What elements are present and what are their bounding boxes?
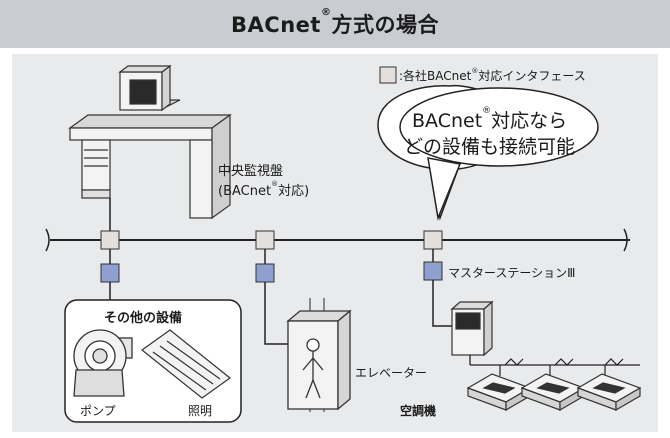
page-title: BACnet®方式の場合 xyxy=(231,7,439,37)
central-monitor-icon xyxy=(68,64,232,220)
monitor-label-line2: (BACnet®対応) xyxy=(218,180,310,199)
interface-box-3 xyxy=(423,230,443,250)
monitor-label-line1: 中央監視盤 xyxy=(218,164,284,179)
elevator-label: エレベーター xyxy=(355,366,428,380)
legend-label: :各社BACnet®対応インタフェース xyxy=(399,67,586,83)
speech-bubble xyxy=(377,84,599,221)
other-equipment-title: その他の設備 xyxy=(104,311,183,326)
aircon-icon-1 xyxy=(466,373,532,412)
lighting-icon xyxy=(141,329,231,399)
interface-box-1 xyxy=(100,230,120,250)
bus-break-right xyxy=(623,228,628,252)
aircon-icon-3 xyxy=(576,373,642,412)
bubble-text-line2: どの設備も接続可能 xyxy=(404,136,576,158)
device-box-1 xyxy=(100,263,120,283)
title-bar: BACnet®方式の場合 xyxy=(0,0,670,48)
aircon-label: 空調機 xyxy=(400,404,437,418)
lighting-label: 照明 xyxy=(188,404,213,418)
master-station-label: マスターステーションⅢ xyxy=(448,266,576,280)
pump-label: ポンプ xyxy=(80,404,116,418)
device-box-3 xyxy=(423,261,443,281)
bus-break-left xyxy=(45,228,50,252)
master-station-icon xyxy=(450,300,494,357)
interface-box-2 xyxy=(255,230,275,250)
legend-swatch xyxy=(379,66,397,84)
elevator-icon xyxy=(286,298,352,412)
pump-icon xyxy=(73,329,133,397)
device-box-2 xyxy=(255,263,275,283)
bubble-text-line1: BACnet®対応なら xyxy=(412,106,568,132)
aircon-icon-2 xyxy=(520,373,586,412)
